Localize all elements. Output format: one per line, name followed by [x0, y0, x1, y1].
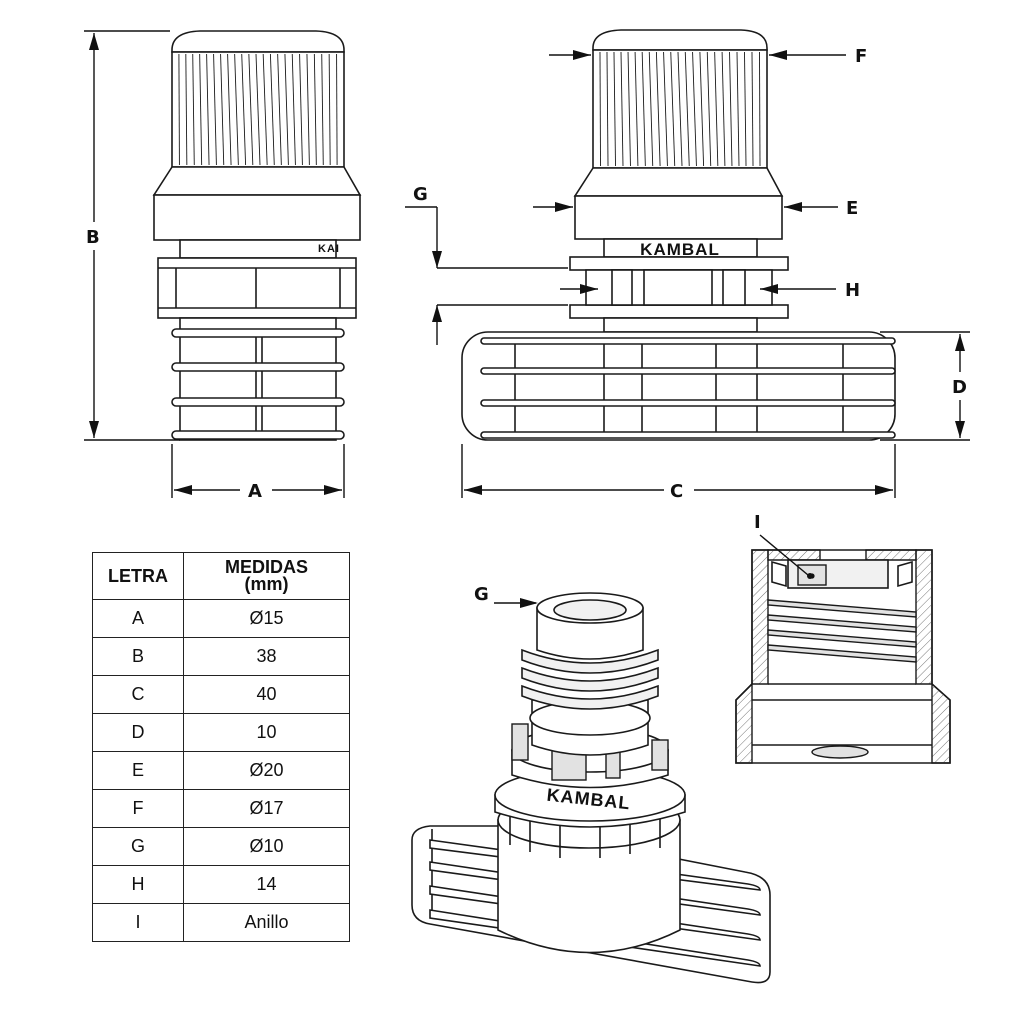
brand-mark: KAMBAL [640, 240, 720, 259]
spout-body [179, 317, 337, 441]
cross-section-view: I [735, 512, 951, 764]
ring-top-flange [569, 256, 789, 271]
header-measure-line1: MEDIDAS [224, 557, 308, 577]
label-F: F [855, 46, 867, 67]
label-H: H [845, 280, 860, 301]
neck [179, 239, 337, 259]
row-value: Ø10 [183, 827, 350, 866]
fins-right [480, 337, 896, 439]
row-letter: C [92, 675, 184, 714]
dimension-lines: B A C D F E [84, 30, 970, 502]
cap-band [153, 194, 361, 241]
row-letter: E [92, 751, 184, 790]
front-view-left: KAI [152, 30, 362, 441]
row-value: Ø20 [183, 751, 350, 790]
cap-band-right [574, 195, 783, 240]
base-plate [461, 331, 896, 441]
cap-flare [152, 166, 362, 196]
label-A: A [248, 481, 262, 502]
row-letter: D [92, 713, 184, 752]
row-value: 10 [183, 713, 350, 752]
ring-bottom-flange [569, 304, 789, 319]
tamper-ring [157, 257, 357, 319]
row-value: 14 [183, 865, 350, 904]
row-value: 38 [183, 637, 350, 676]
row-letter: I [92, 903, 184, 942]
row-value: 40 [183, 675, 350, 714]
knurl-lines [178, 53, 338, 166]
row-value: Ø17 [183, 789, 350, 828]
label-C: C [670, 481, 683, 502]
row-letter: A [92, 599, 184, 638]
header-measure-line2: (mm) [244, 574, 289, 594]
knurl-lines-right [599, 51, 761, 167]
cap-flare-right [573, 167, 784, 197]
isometric-view: KAMBAL G [411, 584, 771, 984]
row-letter: B [92, 637, 184, 676]
header-letter: LETRA [92, 552, 184, 600]
fins-left [171, 328, 345, 440]
cap-dome-right [592, 29, 768, 51]
front-view-right: KAMBAL [461, 29, 896, 441]
row-letter: G [92, 827, 184, 866]
label-I: I [754, 512, 761, 533]
brand-mark-small: KAI [318, 243, 340, 255]
label-G-iso: G [474, 584, 489, 605]
row-value: Ø15 [183, 599, 350, 638]
iso-threads [521, 648, 659, 710]
row-letter: H [92, 865, 184, 904]
iso-lower-body [497, 819, 681, 954]
bottom-opening [811, 745, 869, 759]
row-letter: F [92, 789, 184, 828]
header-measure: MEDIDAS (mm) [183, 552, 350, 600]
label-B: B [86, 227, 100, 248]
label-D: D [952, 377, 967, 398]
label-G: G [413, 184, 428, 205]
row-value: Anillo [183, 903, 350, 942]
cap-dome [171, 30, 345, 53]
section-threads [767, 599, 917, 663]
label-E: E [846, 198, 858, 219]
ring-neck [603, 317, 758, 333]
